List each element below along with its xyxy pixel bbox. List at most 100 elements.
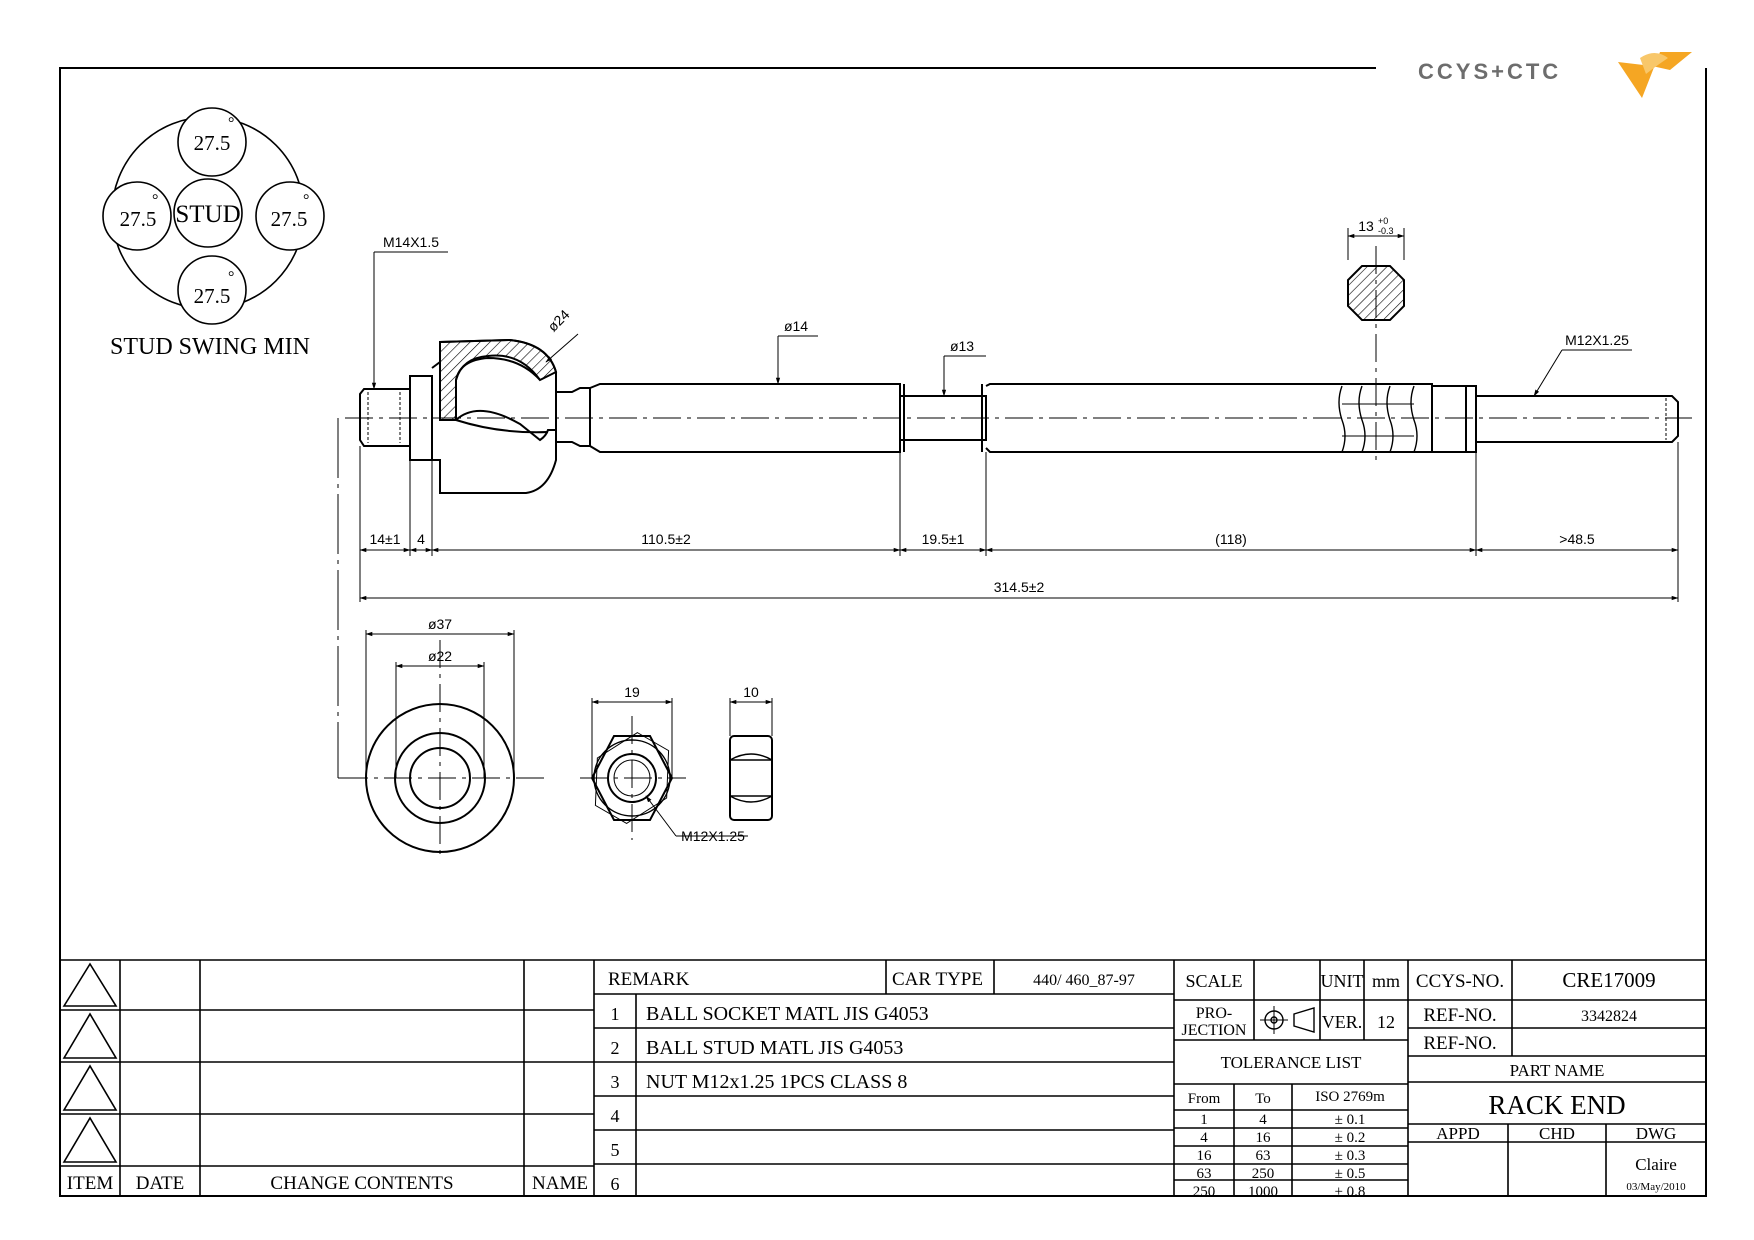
- projection-label-1: PRO-: [1196, 1005, 1232, 1022]
- scale-label: SCALE: [1185, 971, 1242, 991]
- dimension-lines: [359, 251, 1679, 602]
- dim-dia-socket: ø24: [544, 306, 573, 335]
- tol-value: ± 0.8: [1335, 1184, 1366, 1200]
- dim-seg-5: (118): [1215, 531, 1247, 547]
- dim-hex-tol-upper: +0: [1378, 216, 1388, 226]
- brand-logo-text: CCYS+CTC: [1418, 59, 1561, 84]
- tol-to: 250: [1252, 1166, 1275, 1182]
- dwg-label: DWG: [1636, 1124, 1677, 1143]
- remark-item-text: BALL STUD MATL JIS G4053: [646, 1037, 903, 1059]
- remark-item-number: 5: [611, 1140, 620, 1160]
- remark-item-number: 4: [611, 1106, 620, 1126]
- remark-item-number: 2: [611, 1038, 620, 1058]
- remark-item-number: 3: [611, 1072, 620, 1092]
- tolerance-rows: 1 4 ± 0.1 4 16 ± 0.2 16 63 ± 0.3 63 250 ± 0.5 250 100…: [1193, 1112, 1366, 1200]
- remark-item-text: NUT M12x1.25 1PCS CLASS 8: [646, 1071, 907, 1093]
- revision-header-name: NAME: [532, 1173, 588, 1194]
- tol-from: 63: [1197, 1166, 1212, 1182]
- dim-thread-left: M14X1.5: [383, 234, 439, 250]
- remark-label: REMARK: [608, 969, 690, 990]
- revision-header-change: CHANGE CONTENTS: [270, 1173, 453, 1194]
- sheet-border: [59, 67, 1707, 1197]
- brand-logo: CCYS+CTC: [1418, 52, 1692, 98]
- unit-value: mm: [1372, 971, 1400, 991]
- hex-section: [1347, 228, 1405, 321]
- ver-label: VER.: [1322, 1012, 1363, 1032]
- projection-symbol-icon: [1260, 1006, 1315, 1034]
- tolerance-title: TOLERANCE LIST: [1221, 1053, 1362, 1072]
- ccys-value: CRE17009: [1562, 968, 1655, 992]
- dim-dia-neck: ø13: [950, 338, 974, 354]
- remark-items: 1 BALL SOCKET MATL JIS G4053 2 BALL STUD MA…: [611, 1003, 929, 1194]
- unit-label: UNIT: [1321, 971, 1364, 991]
- washer-view: [365, 630, 515, 853]
- dim-nut-height: 10: [743, 684, 759, 700]
- dim-seg-1: 14±1: [369, 531, 400, 547]
- dim-thread-right: M12X1.25: [1565, 332, 1629, 348]
- car-type-value: 440/ 460_87-97: [1033, 972, 1135, 989]
- dwg-name: Claire: [1635, 1155, 1677, 1174]
- dim-dia-shaft: ø14: [784, 318, 808, 334]
- part-name-label: PART NAME: [1510, 1061, 1605, 1080]
- ccys-label: CCYS-NO.: [1416, 971, 1504, 992]
- dim-hex-width: 13: [1358, 218, 1374, 234]
- stud-swing-caption: STUD SWING MIN: [110, 334, 310, 360]
- revision-header-date: DATE: [136, 1173, 185, 1194]
- rack-end-part: [359, 338, 1679, 494]
- chd-label: CHD: [1539, 1124, 1575, 1143]
- revision-header-item: ITEM: [67, 1173, 114, 1194]
- dim-hex-tol-lower: -0.3: [1378, 226, 1394, 236]
- remark-item-number: 1: [611, 1004, 620, 1024]
- tol-to: 4: [1259, 1112, 1267, 1128]
- tol-value: ± 0.5: [1335, 1166, 1366, 1182]
- stud-swing-diagram: [102, 107, 325, 325]
- dim-nut-thread: M12X1.25: [681, 828, 745, 844]
- tol-from: 250: [1193, 1184, 1216, 1200]
- dim-washer-outer: ø37: [428, 616, 452, 632]
- remark-item-text: BALL SOCKET MATL JIS G4053: [646, 1003, 929, 1025]
- degree-mark: °: [303, 192, 309, 209]
- car-type-label: CAR TYPE: [892, 969, 983, 990]
- tol-header-iso: ISO 2769m: [1315, 1089, 1385, 1105]
- title-block-grid: [60, 959, 1706, 1196]
- tol-from: 16: [1197, 1148, 1213, 1164]
- dwg-date: 03/May/2010: [1626, 1181, 1686, 1193]
- remark-item-number: 6: [611, 1174, 620, 1194]
- tol-to: 16: [1256, 1130, 1272, 1146]
- nut-side-view: [729, 698, 773, 821]
- projection-label-2: JECTION: [1182, 1022, 1247, 1039]
- dim-seg-4: 19.5±1: [922, 531, 965, 547]
- revision-triangle-icons: [62, 962, 118, 1163]
- ref-label: REF-NO.: [1423, 1005, 1496, 1026]
- dim-overall: 314.5±2: [994, 579, 1045, 595]
- ref2-label: REF-NO.: [1423, 1033, 1496, 1054]
- tol-value: ± 0.2: [1335, 1130, 1366, 1146]
- part-name-value: RACK END: [1488, 1090, 1625, 1120]
- stud-center-label: STUD: [175, 201, 240, 228]
- swing-top-value: 27.5: [194, 131, 231, 155]
- swing-bottom-value: 27.5: [194, 284, 231, 308]
- dim-washer-inner: ø22: [428, 648, 452, 664]
- appd-label: APPD: [1436, 1124, 1479, 1143]
- tol-from: 1: [1200, 1112, 1208, 1128]
- tol-to: 63: [1256, 1148, 1271, 1164]
- dim-seg-6: >48.5: [1559, 531, 1595, 547]
- ver-value: 12: [1377, 1012, 1395, 1032]
- tol-value: ± 0.1: [1335, 1112, 1366, 1128]
- dim-seg-2: 4: [417, 531, 425, 547]
- tol-value: ± 0.3: [1335, 1148, 1366, 1164]
- dim-nut-across: 19: [624, 684, 640, 700]
- tol-to: 1000: [1248, 1184, 1278, 1200]
- degree-mark: °: [152, 192, 158, 209]
- ref-value: 3342824: [1581, 1008, 1637, 1025]
- nut-front-view: [590, 698, 748, 837]
- swing-left-value: 27.5: [120, 207, 157, 231]
- tol-header-from: From: [1188, 1091, 1221, 1107]
- brand-swoosh-icon: [1618, 52, 1692, 98]
- dim-seg-3: 110.5±2: [641, 531, 691, 547]
- center-lines: [340, 246, 1692, 860]
- tol-from: 4: [1200, 1130, 1208, 1146]
- swing-right-value: 27.5: [271, 207, 308, 231]
- tol-header-to: To: [1255, 1091, 1271, 1107]
